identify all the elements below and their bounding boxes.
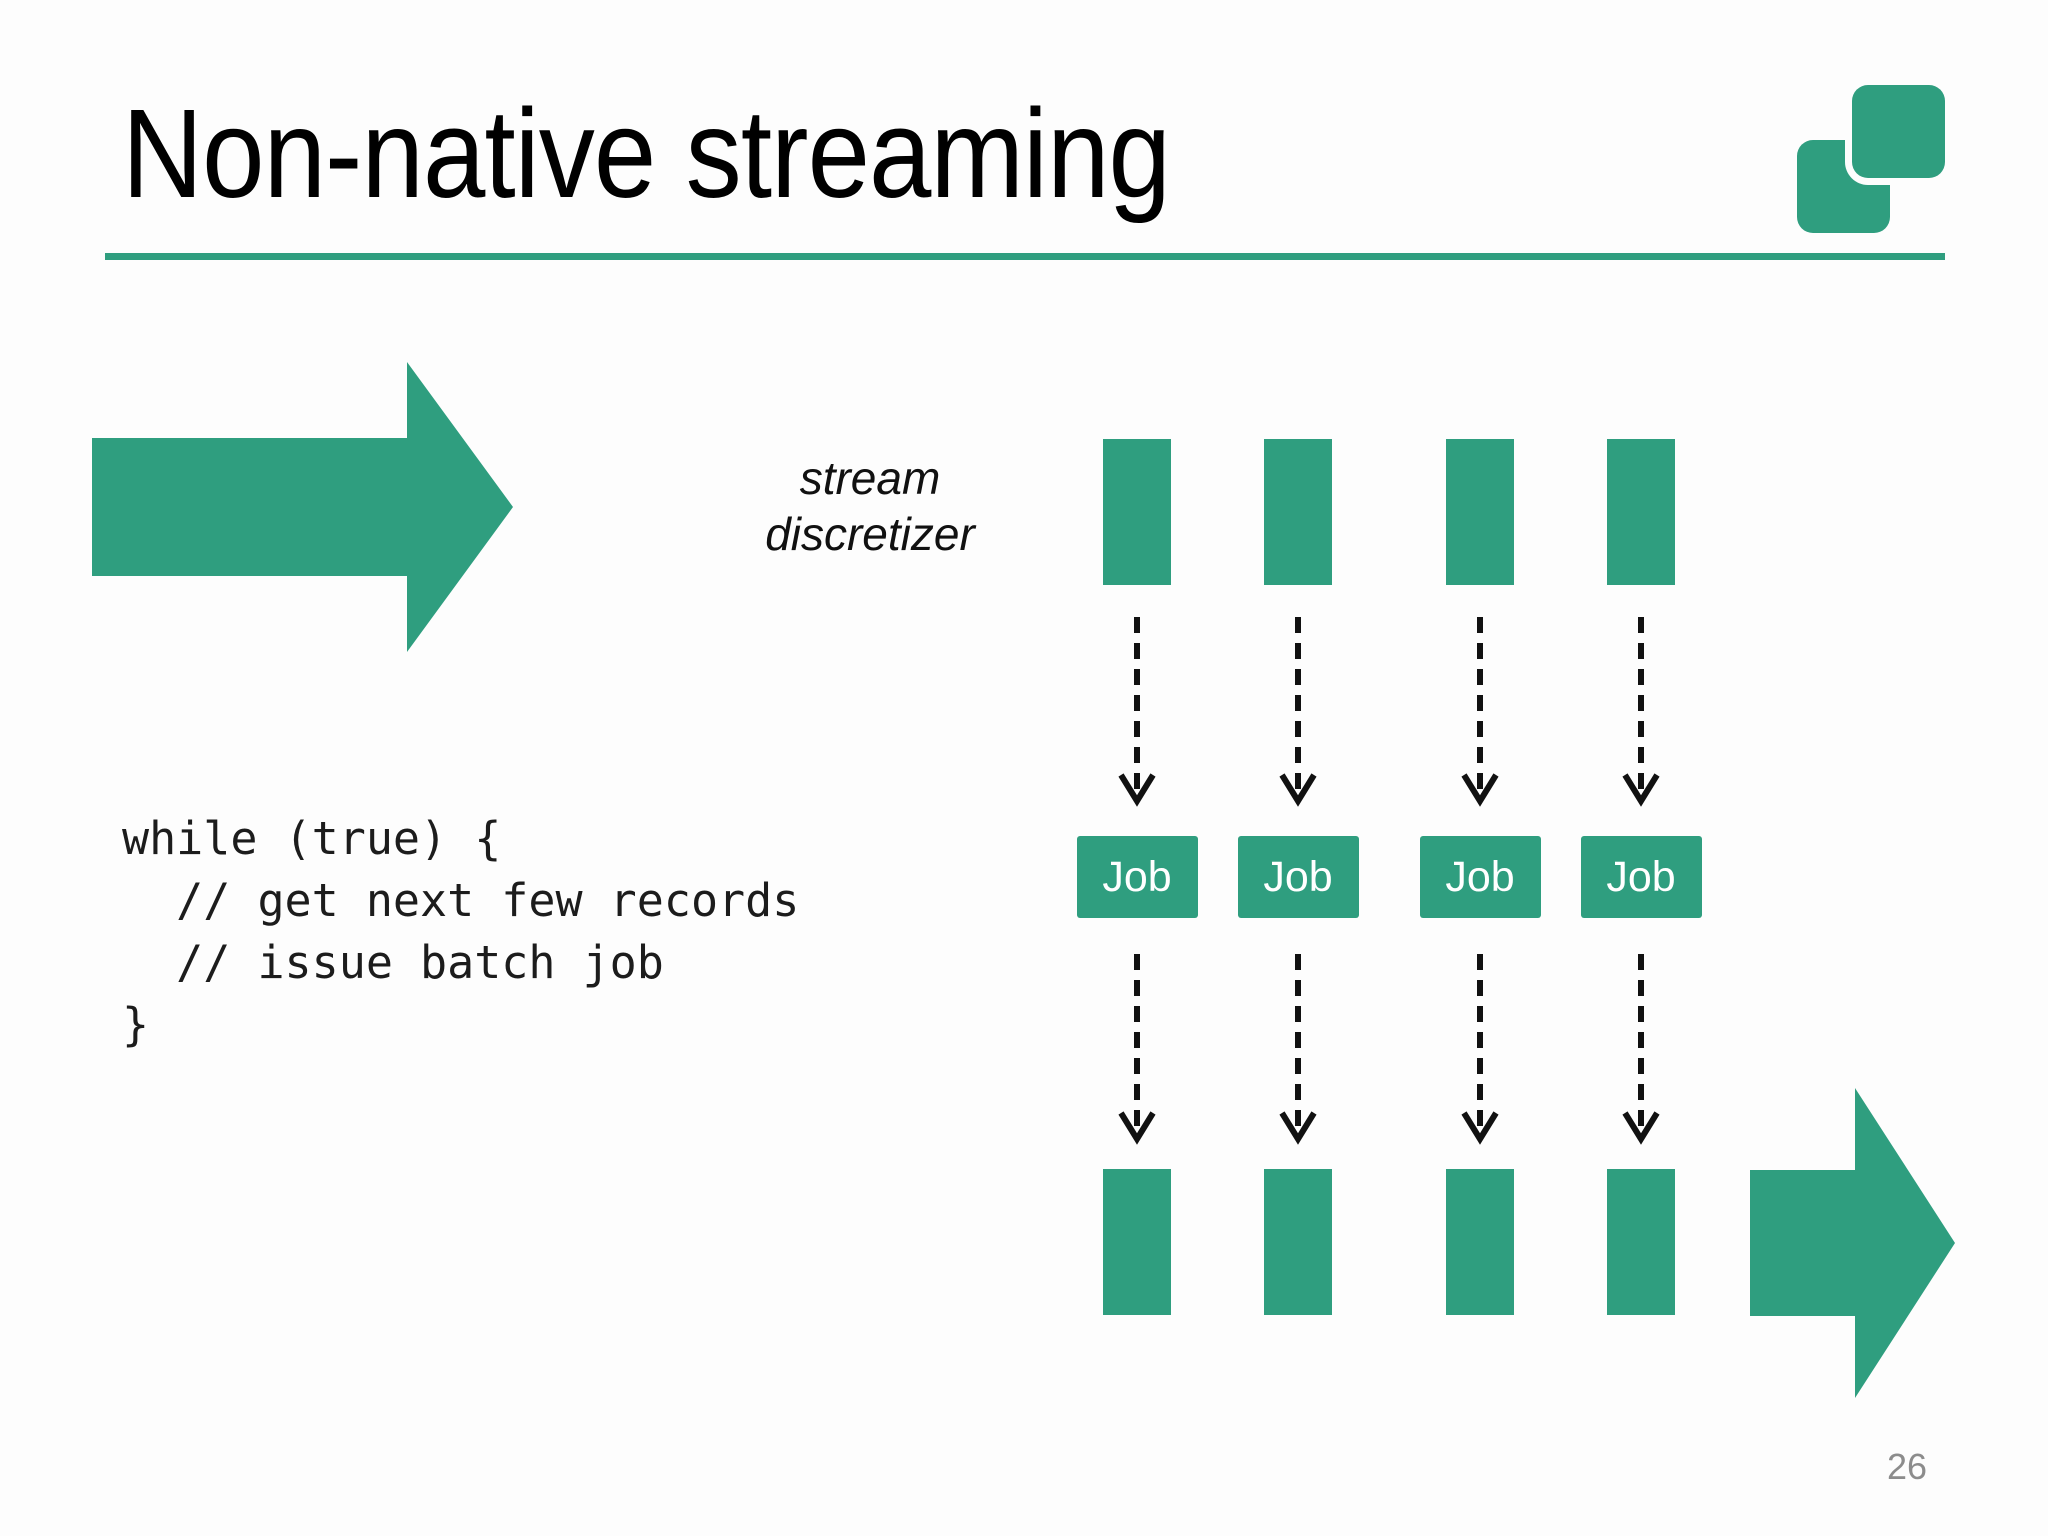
dashed-down-arrow-icon <box>1622 617 1660 807</box>
stream-batch-bar-bottom <box>1607 1169 1675 1315</box>
page-title: Non-native streaming <box>122 83 1171 224</box>
dashed-down-arrow-icon <box>1461 954 1499 1145</box>
job-box: Job <box>1580 836 1702 918</box>
stream-column: Job <box>1561 439 1721 1315</box>
stream-batch-bar-top <box>1607 439 1675 585</box>
output-stream-right-arrow-icon <box>1750 1088 1955 1398</box>
logo-square-front-icon <box>1852 85 1945 178</box>
dashed-down-arrow-icon <box>1279 954 1317 1145</box>
stream-column: Job <box>1400 439 1560 1315</box>
stream-batch-bar-bottom <box>1264 1169 1332 1315</box>
title-divider <box>105 253 1945 260</box>
stream-batch-bar-top <box>1264 439 1332 585</box>
logo <box>1790 78 1955 243</box>
dashed-down-arrow-icon <box>1118 617 1156 807</box>
code-block: while (true) { // get next few records /… <box>122 812 800 1051</box>
stream-batch-bar-top <box>1446 439 1514 585</box>
stream-column: Job <box>1218 439 1378 1315</box>
dashed-down-arrow-icon <box>1118 954 1156 1145</box>
job-box: Job <box>1076 836 1198 918</box>
stream-batch-bar-bottom <box>1103 1169 1171 1315</box>
stream-batch-bar-bottom <box>1446 1169 1514 1315</box>
page-number: 26 <box>1886 1446 1928 1487</box>
job-box: Job <box>1419 836 1541 918</box>
input-stream-right-arrow-icon <box>92 362 513 652</box>
dashed-down-arrow-icon <box>1279 617 1317 807</box>
stream-batch-bar-top <box>1103 439 1171 585</box>
dashed-down-arrow-icon <box>1461 617 1499 807</box>
stream-column: Job <box>1057 439 1217 1315</box>
dashed-down-arrow-icon <box>1622 954 1660 1145</box>
stream-discretizer-label: stream discretizer <box>765 452 975 561</box>
job-box: Job <box>1237 836 1359 918</box>
